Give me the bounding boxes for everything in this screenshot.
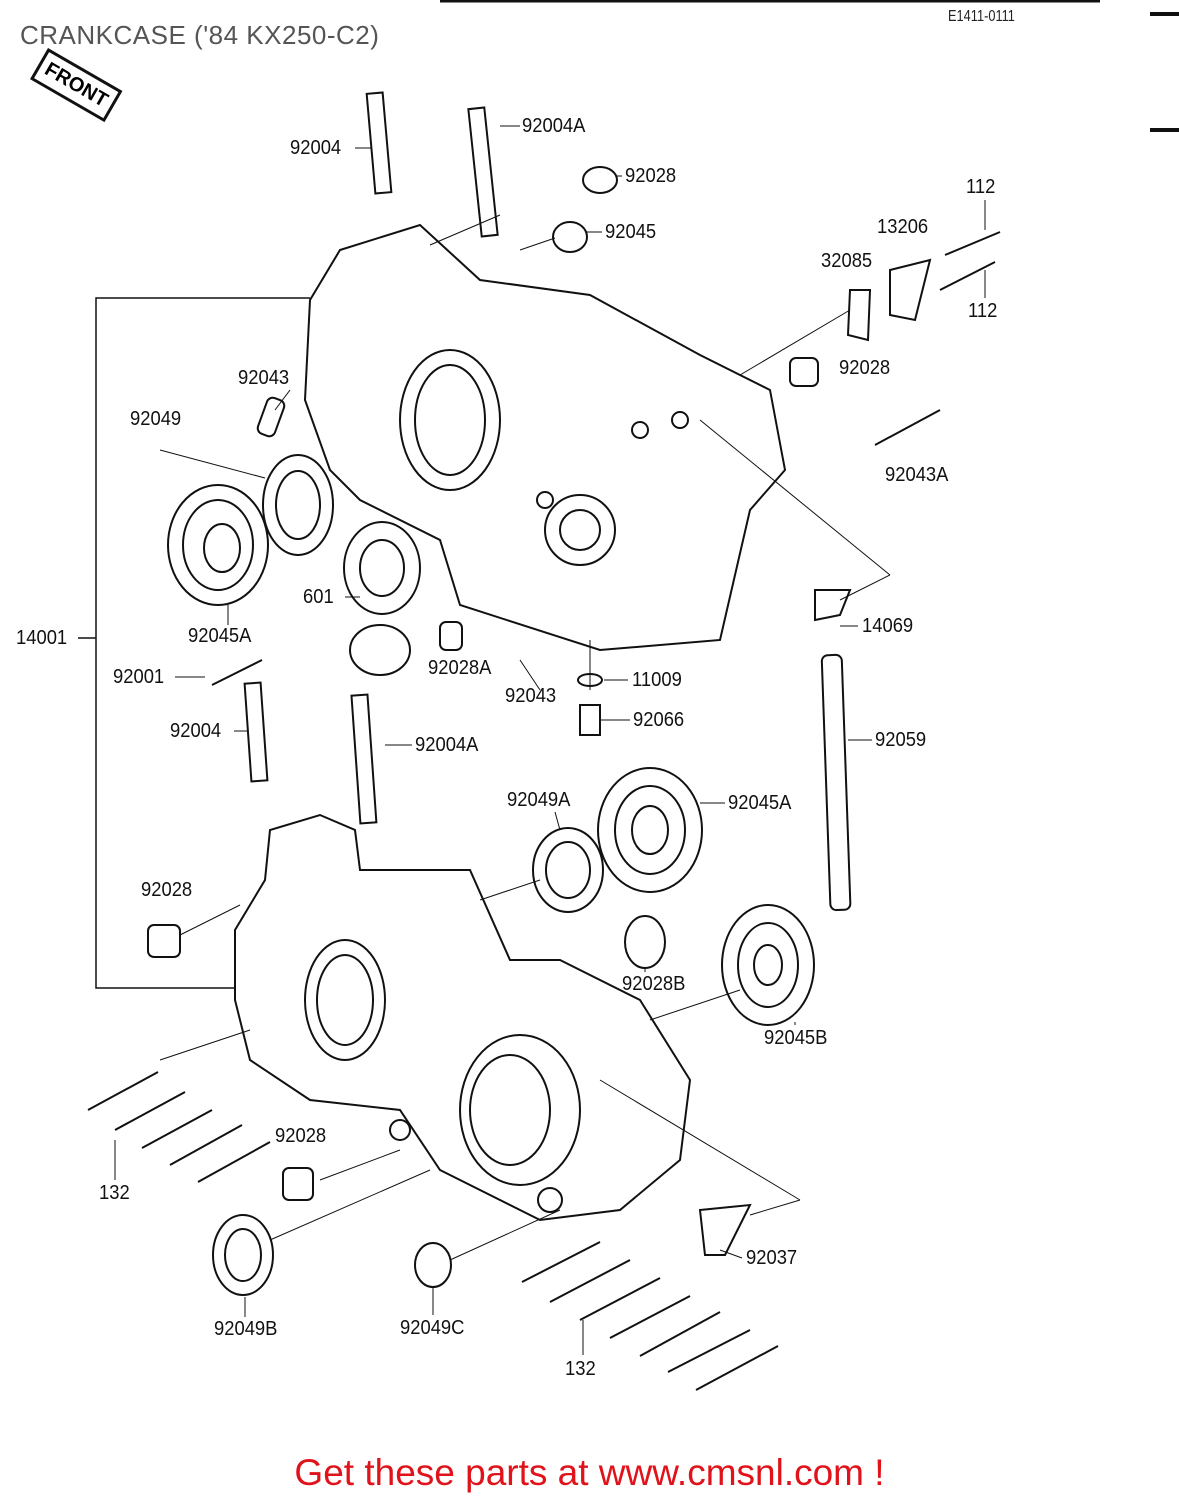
part-label[interactable]: 92045B — [764, 1027, 828, 1049]
part-label[interactable]: 132 — [99, 1182, 130, 1204]
upper-crankcase-half — [303, 223, 787, 652]
lower-crankcase-half — [234, 813, 692, 1222]
part-label[interactable]: 92049A — [507, 789, 571, 811]
diagram-title: CRANKCASE ('84 KX250-C2) — [20, 20, 380, 50]
part-label[interactable]: 92028 — [275, 1125, 327, 1147]
part-label[interactable]: 92043 — [505, 685, 557, 707]
part-label[interactable]: 92045 — [605, 221, 657, 243]
part-label[interactable]: 92004A — [415, 734, 479, 756]
part-label[interactable]: 92037 — [746, 1247, 798, 1269]
part-label[interactable]: 92049 — [130, 408, 182, 430]
part-label[interactable]: 92049C — [400, 1317, 465, 1339]
part-label[interactable]: 92043 — [238, 367, 290, 389]
part-label[interactable]: 92028A — [428, 657, 492, 679]
part-label[interactable]: 92049B — [214, 1318, 278, 1340]
part-label[interactable]: 92001 — [113, 666, 165, 688]
part-label[interactable]: 92045A — [188, 625, 252, 647]
part-label[interactable]: 92043A — [885, 464, 949, 486]
part-label[interactable]: 92028 — [625, 165, 677, 187]
part-label[interactable]: 32085 — [821, 250, 873, 272]
part-label[interactable]: 132 — [565, 1358, 596, 1380]
part-label[interactable]: 92004 — [290, 137, 342, 159]
part-label[interactable]: 92028B — [622, 973, 686, 995]
part-label[interactable]: 92045A — [728, 792, 792, 814]
part-label[interactable]: 92059 — [875, 729, 927, 751]
part-label[interactable]: 92004 — [170, 720, 222, 742]
part-label[interactable]: 13206 — [877, 216, 929, 238]
part-label[interactable]: 112 — [966, 176, 996, 198]
footer-link[interactable]: Get these parts at www.cmsnl.com ! — [294, 1452, 885, 1493]
part-label[interactable]: 14001 — [16, 627, 68, 649]
part-label[interactable]: 92004A — [522, 115, 586, 137]
part-label[interactable]: 112 — [968, 300, 998, 322]
part-label[interactable]: 601 — [303, 586, 334, 608]
part-label[interactable]: 92066 — [633, 709, 685, 731]
part-label[interactable]: 11009 — [632, 669, 682, 691]
diagram-code: E1411-0111 — [948, 8, 1015, 25]
part-label[interactable]: 92028 — [141, 879, 193, 901]
part-label[interactable]: 14069 — [862, 615, 914, 637]
part-label[interactable]: 92028 — [839, 357, 891, 379]
